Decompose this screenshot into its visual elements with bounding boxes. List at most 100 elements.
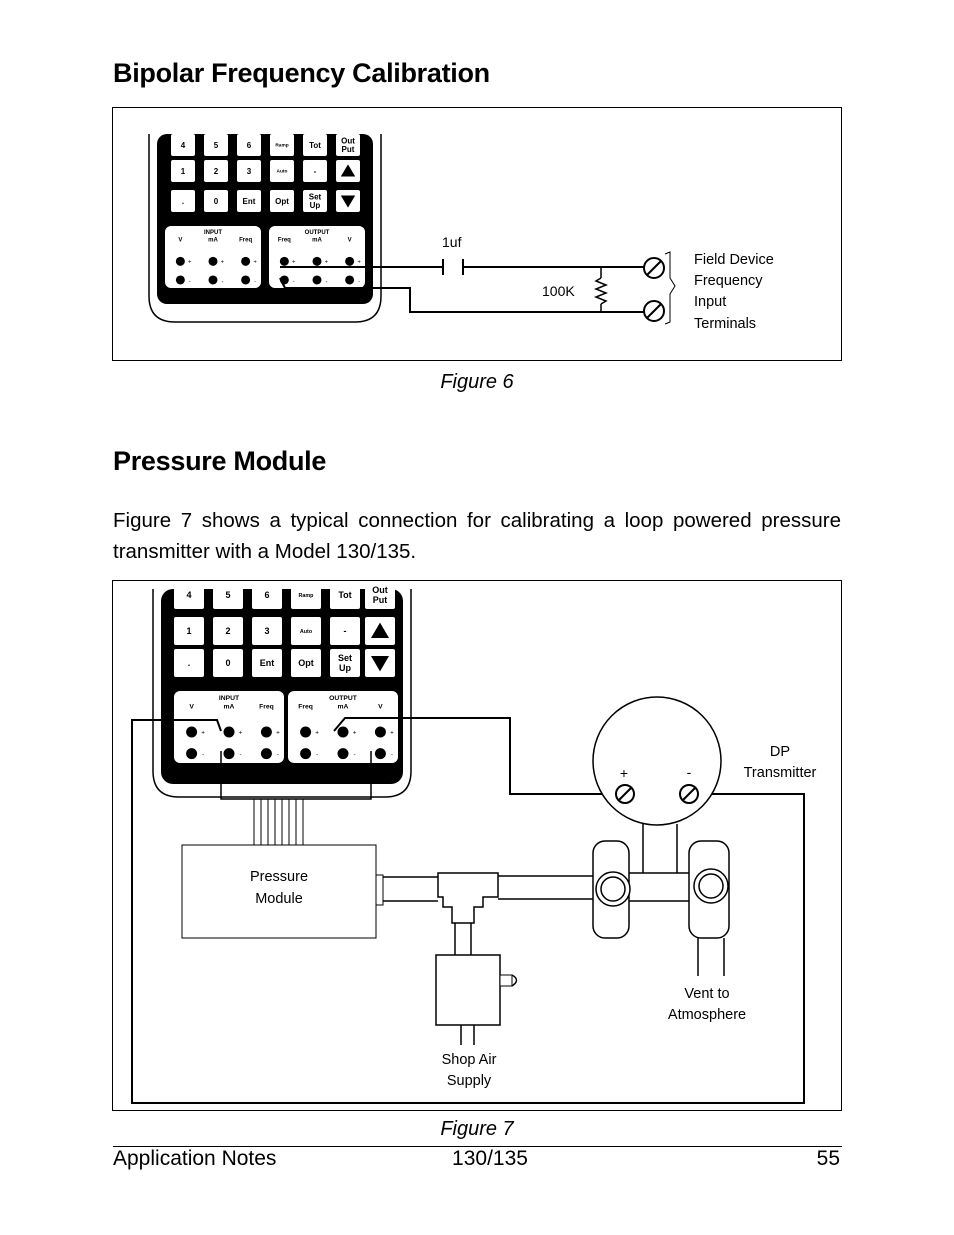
device-label-line: Input	[694, 294, 726, 310]
transmitter-plus: +	[620, 765, 628, 781]
footer-rule	[113, 1146, 842, 1147]
jack	[337, 726, 349, 738]
polarity-sign: +	[188, 260, 191, 266]
key-label: .	[182, 197, 184, 206]
keypad-key	[171, 160, 195, 182]
polarity-sign: -	[222, 278, 224, 284]
keypad-key	[204, 134, 228, 156]
keypad-key	[174, 617, 204, 645]
up-arrow-icon	[340, 164, 356, 177]
key-label: 3	[264, 626, 269, 636]
key-label: Set	[338, 653, 352, 663]
dp-transmitter	[592, 696, 722, 826]
jack	[260, 726, 272, 738]
jack-label: mA	[312, 238, 322, 244]
polarity-sign: +	[276, 730, 280, 737]
keypad-key	[330, 649, 360, 677]
footer-center: 130/135	[452, 1147, 528, 1170]
key-label: Set	[309, 192, 322, 201]
key-label: Out	[341, 136, 355, 145]
keypad-key	[270, 134, 294, 156]
polarity-sign: +	[221, 260, 224, 266]
resistor	[593, 277, 609, 305]
jack-label: V	[378, 704, 383, 711]
key-label: Ramp	[299, 593, 315, 599]
keypad-key	[237, 134, 261, 156]
keypad-key	[291, 581, 321, 609]
keypad-key	[174, 581, 204, 609]
key-label: Auto	[300, 629, 313, 635]
keypad-key	[330, 617, 360, 645]
capacitor-label: 1uf	[442, 234, 462, 250]
keypad-key	[171, 190, 195, 212]
key-label: 6	[264, 590, 269, 600]
jack	[374, 726, 386, 738]
jack	[279, 256, 289, 266]
keypad-key	[291, 617, 321, 645]
polarity-sign: -	[293, 278, 295, 284]
key-label: -	[314, 167, 317, 176]
input-panel-title: INPUT	[204, 230, 222, 236]
keypad-key	[252, 581, 282, 609]
jack	[186, 726, 198, 738]
keypad-key	[204, 190, 228, 212]
keypad-key	[213, 581, 243, 609]
keypad-key	[213, 649, 243, 677]
output-panel-title: OUTPUT	[329, 695, 358, 702]
jack	[241, 256, 251, 266]
output-panel-title: OUTPUT	[305, 230, 330, 236]
jack	[175, 256, 185, 266]
keypad-key	[171, 134, 195, 156]
ribbon-cable	[253, 799, 304, 845]
polarity-sign: +	[315, 730, 319, 737]
key-label: Opt	[298, 658, 314, 668]
polarity-sign: +	[325, 260, 328, 266]
keypad-key	[204, 160, 228, 182]
jack	[223, 748, 235, 760]
key-label: 1	[186, 626, 191, 636]
jack-label: mA	[224, 704, 235, 711]
jack-label: Freq	[239, 238, 252, 244]
key-label: Put	[373, 595, 388, 605]
key-label: 4	[186, 590, 191, 600]
resistor-label: 100K	[542, 283, 575, 299]
keypad-key	[237, 160, 261, 182]
jack-label: V	[189, 704, 194, 711]
key-label: Auto	[277, 169, 288, 175]
key-label: 2	[214, 167, 219, 176]
jack	[300, 748, 312, 760]
jack-label: Freq	[298, 704, 313, 711]
key-label: 4	[181, 141, 186, 150]
keypad-key	[174, 649, 204, 677]
jack-label: Freq	[278, 238, 291, 244]
transmitter-label: DP	[770, 744, 790, 760]
polarity-sign: +	[357, 260, 360, 266]
key-label: Put	[342, 145, 355, 154]
jack	[345, 256, 355, 266]
key-label: 3	[247, 167, 252, 176]
polarity-sign: -	[277, 751, 279, 758]
keypad-key	[336, 134, 360, 156]
key-label: Tot	[309, 141, 321, 150]
air-label: Supply	[447, 1073, 492, 1089]
jack	[186, 748, 198, 760]
device-label-line: Field Device	[694, 252, 774, 268]
keypad-key	[237, 190, 261, 212]
jack-label: mA	[338, 704, 349, 711]
pressure-module-label: Module	[255, 891, 303, 907]
key-label: 1	[181, 167, 186, 176]
polarity-sign: -	[353, 751, 355, 758]
jack-label: mA	[208, 238, 218, 244]
key-label: .	[188, 658, 191, 668]
pressure-module	[181, 844, 377, 939]
transmitter-minus: -	[687, 764, 692, 780]
keypad-key	[291, 649, 321, 677]
keypad-key	[303, 134, 327, 156]
footer-left: Application Notes	[113, 1147, 277, 1170]
figure-7-caption: Figure 7	[440, 1118, 514, 1140]
jack	[300, 726, 312, 738]
jack	[260, 748, 272, 760]
